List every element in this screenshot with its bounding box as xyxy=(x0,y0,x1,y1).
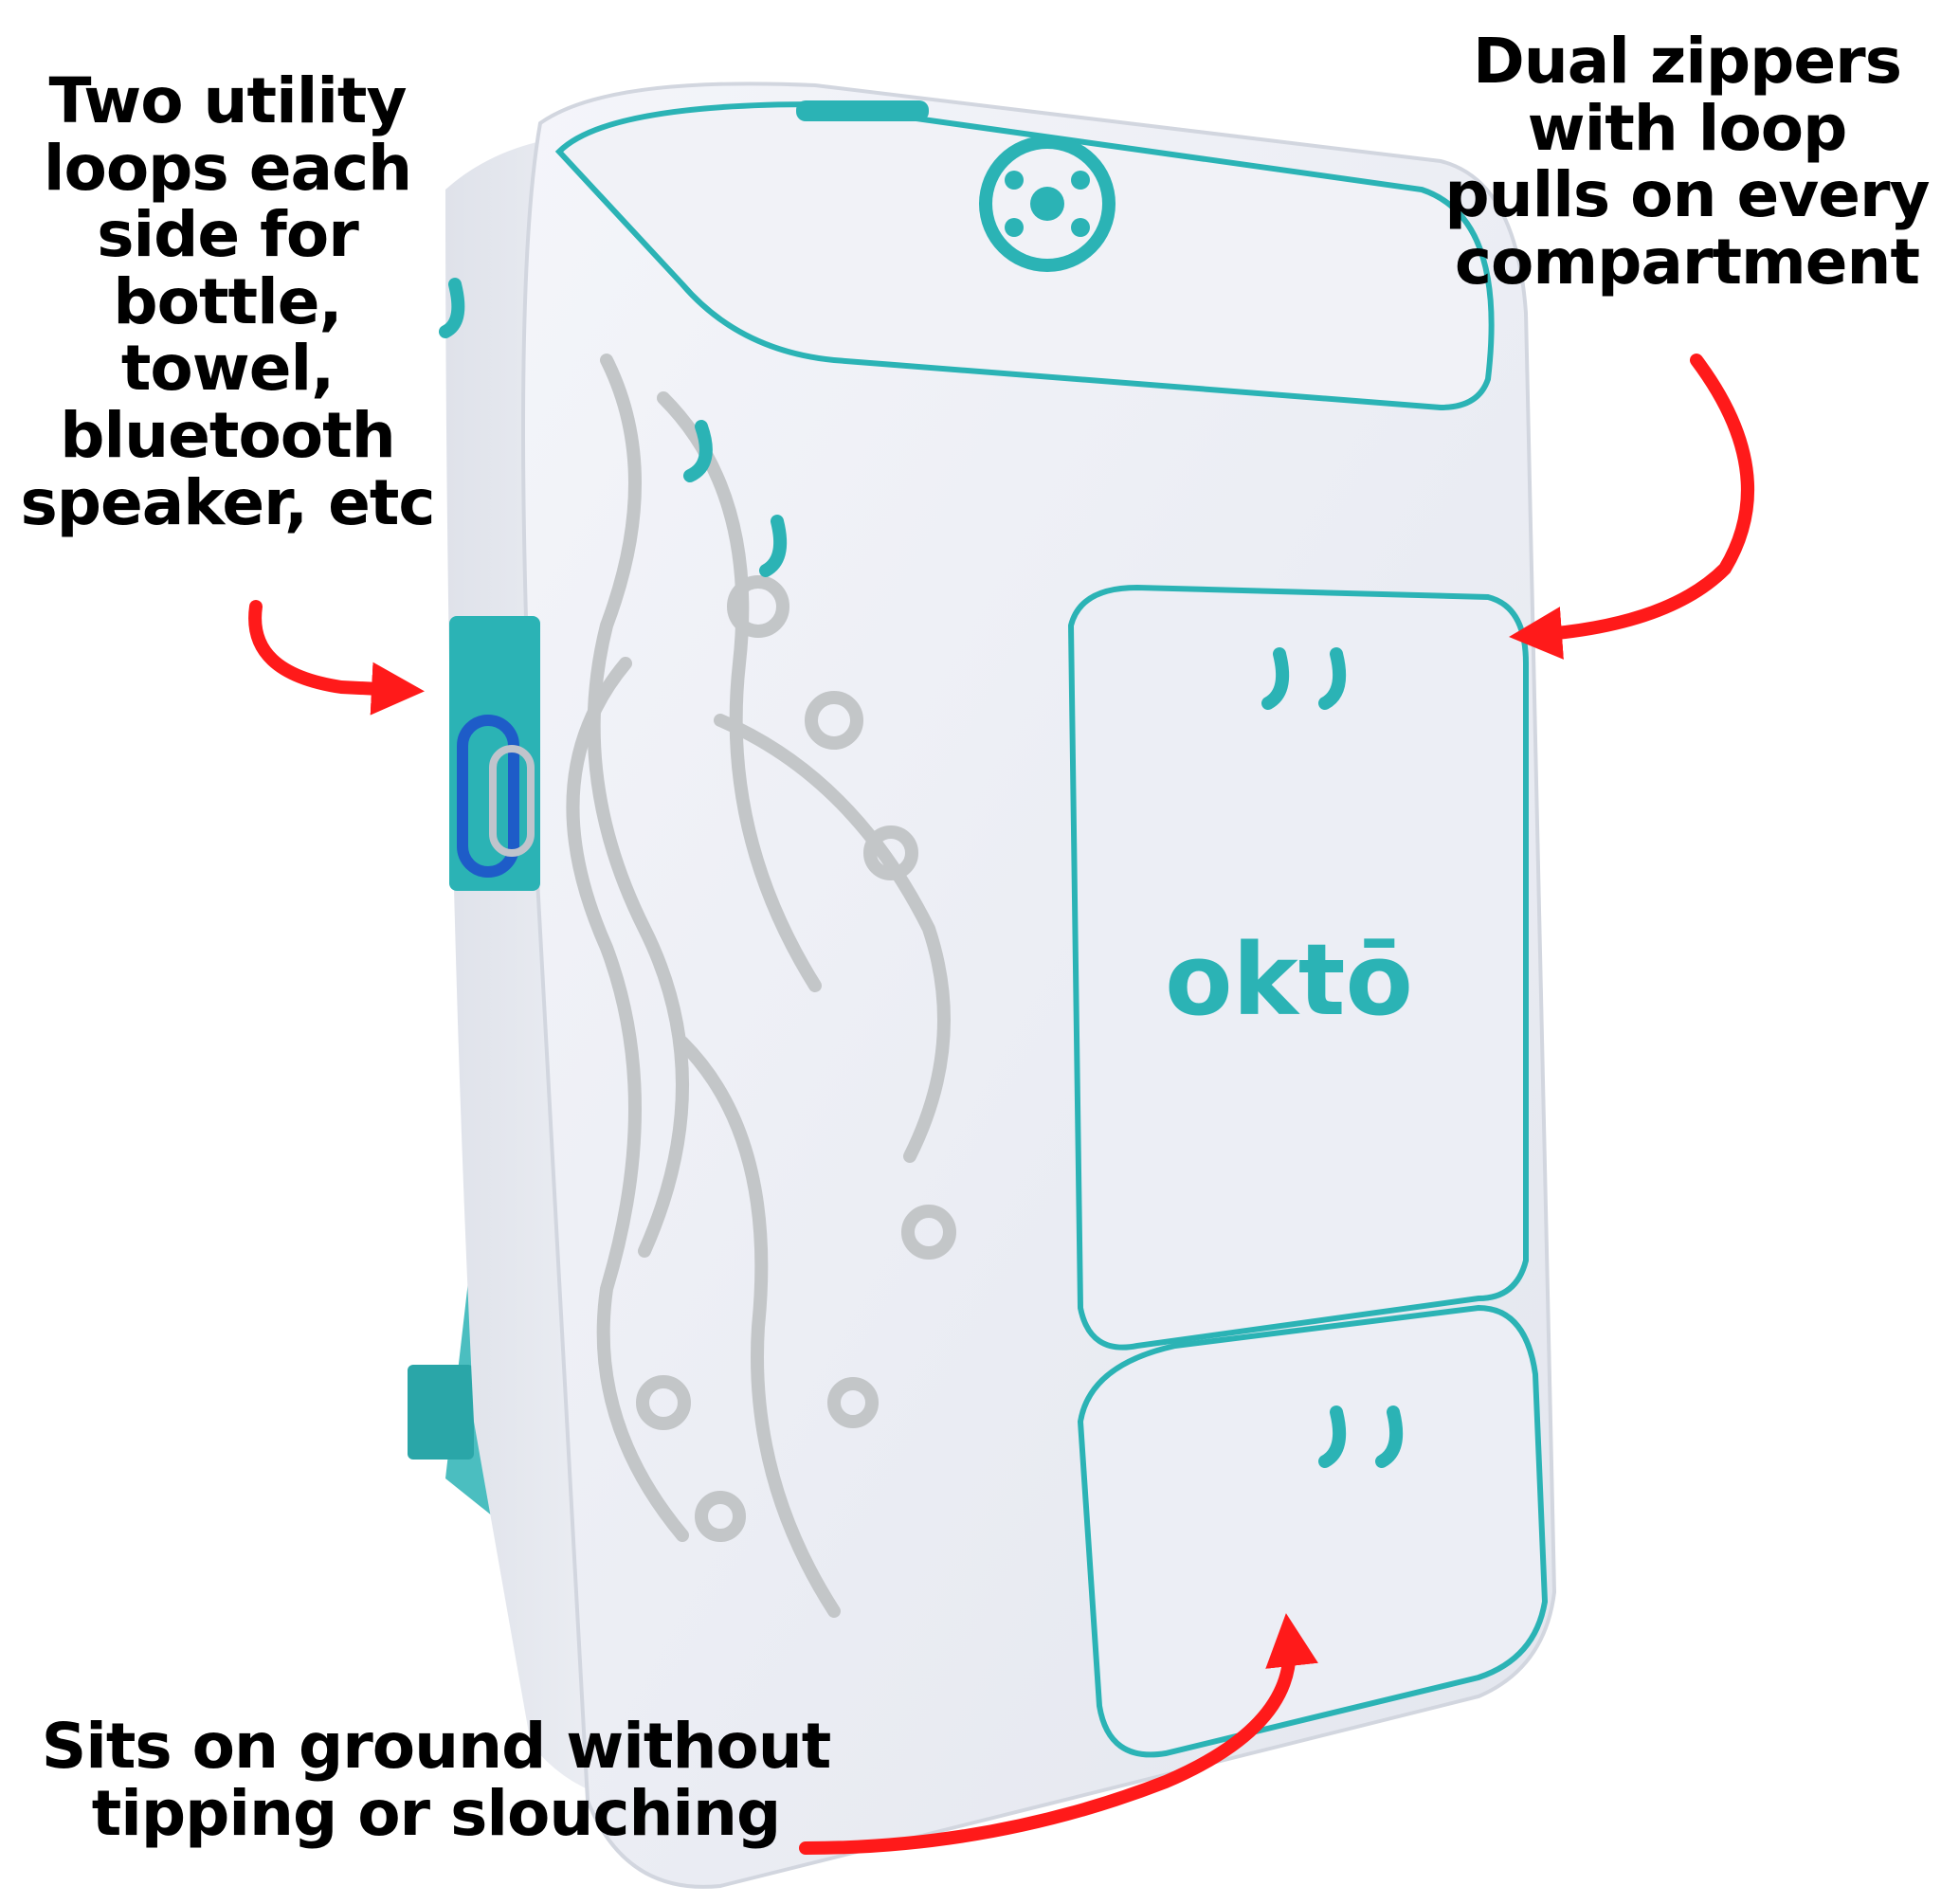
callout-line: side for xyxy=(97,198,359,272)
callout-line: speaker, etc xyxy=(20,465,435,539)
callout-line: bottle, xyxy=(113,264,342,338)
callout-line: towel, xyxy=(120,332,335,406)
callout-dual-zippers: Dual zippers with loop pulls on every co… xyxy=(1431,25,1941,299)
backpack: oktō xyxy=(408,82,1557,1889)
callout-line: with loop xyxy=(1527,91,1848,165)
callout-line: pulls on every xyxy=(1444,158,1930,232)
carabiner-icon xyxy=(457,715,535,878)
callout-line: bluetooth xyxy=(60,399,395,473)
arrow-to-zippers xyxy=(1509,354,1754,660)
arrow-to-loops xyxy=(248,600,425,716)
callout-line: tipping or slouching xyxy=(91,1776,782,1850)
arrow-to-ground xyxy=(799,1613,1318,1855)
red-arrow-icon xyxy=(248,354,1754,1855)
octopus-graphic xyxy=(566,354,956,1618)
callout-sits-on-ground: Sits on ground without tipping or slouch… xyxy=(19,1710,853,1850)
brand-logo: oktō xyxy=(1165,922,1413,1038)
callout-line: Dual zippers xyxy=(1472,25,1902,98)
octopus-emblem-icon xyxy=(979,136,1116,272)
zipper-pull-icon xyxy=(439,278,1403,1468)
callout-utility-loops: Two utility loops each side for bottle, … xyxy=(9,64,445,539)
callout-line: Two utility xyxy=(48,64,407,137)
callout-line: loops each xyxy=(43,131,412,205)
upper-front-pocket xyxy=(1067,584,1529,1351)
callout-line: Sits on ground without xyxy=(41,1710,832,1783)
callout-line: compartment xyxy=(1454,225,1920,299)
strap-buckle xyxy=(408,1365,474,1460)
lower-front-pocket xyxy=(1077,1304,1549,1758)
top-handle xyxy=(796,100,929,121)
